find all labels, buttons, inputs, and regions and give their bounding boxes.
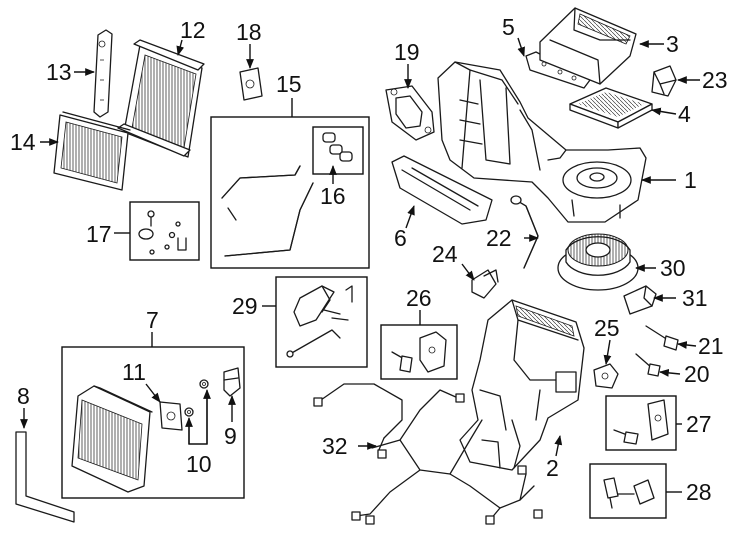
callout-21: 21: [698, 333, 724, 359]
part-6-duct: [391, 155, 493, 225]
callout-23: 23: [702, 67, 728, 93]
part-7-evaporator: [71, 385, 153, 493]
callout-3: 3: [666, 31, 679, 57]
callout-2: 2: [546, 455, 559, 481]
part-24-sensor: [471, 269, 499, 299]
callout-27: 27: [686, 411, 712, 437]
part-30-blower-motor: [557, 233, 639, 291]
part-4-filter: [569, 87, 653, 129]
callout-labels: 1 2 3 4 5 6 7 8 9 10 11 12 13 14 15 16 1…: [10, 14, 728, 505]
part-11-gasket: [159, 401, 183, 431]
group-box-7: [61, 346, 245, 499]
callout-15: 15: [276, 71, 302, 97]
part-18-sensor: [239, 67, 263, 101]
part-12-heater-core: [117, 39, 205, 158]
part-13-bracket: [93, 29, 113, 118]
part-3-case-top: [539, 7, 637, 85]
callout-19: 19: [394, 39, 420, 65]
callout-4: 4: [678, 101, 691, 127]
callout-22: 22: [486, 225, 512, 251]
callout-16: 16: [320, 183, 346, 209]
part-26-actuator: [391, 331, 447, 373]
callout-17: 17: [86, 221, 112, 247]
callout-20: 20: [684, 361, 710, 387]
part-8-seal-strip: [15, 431, 75, 523]
part-28-fittings: [603, 477, 655, 509]
part-16-seals: [322, 132, 353, 162]
callout-28: 28: [686, 479, 712, 505]
group-box-17: [129, 201, 200, 261]
group-box-28: [589, 463, 667, 519]
part-21-sensor: [645, 325, 679, 351]
part-19-gasket: [385, 85, 435, 141]
part-2-hvac-case-lower: [459, 299, 585, 471]
part-15-hoses: [221, 165, 314, 257]
callout-5: 5: [502, 14, 515, 40]
part-25-sensor: [593, 363, 619, 389]
callout-1: 1: [684, 167, 697, 193]
part-17-hardware: [138, 210, 187, 255]
callout-7: 7: [146, 307, 159, 333]
callout-26: 26: [406, 285, 432, 311]
callout-24: 24: [432, 241, 458, 267]
leader-lines: [20, 37, 700, 493]
part-32-harness: [313, 383, 543, 525]
group-box-27: [605, 395, 677, 451]
callout-14: 14: [10, 129, 36, 155]
group-box-29: [275, 276, 368, 368]
part-10-seals: [184, 379, 209, 417]
part-22-drain-tube: [510, 195, 539, 269]
callout-11: 11: [122, 359, 146, 385]
part-31-resistor: [623, 285, 657, 315]
part-1-hvac-case: [437, 61, 647, 223]
callout-30: 30: [660, 255, 686, 281]
callout-13: 13: [46, 59, 72, 85]
part-27-actuator: [613, 399, 669, 445]
callout-25: 25: [594, 315, 620, 341]
part-20-sensor: [635, 353, 661, 377]
callout-31: 31: [682, 285, 708, 311]
part-9-valve: [223, 367, 241, 397]
group-box-26: [380, 324, 458, 380]
group-box-15: [210, 116, 370, 269]
callout-29: 29: [232, 293, 258, 319]
part-14-core: [53, 111, 131, 191]
group-box-16: [312, 126, 364, 175]
callout-32: 32: [322, 433, 348, 459]
part-29-linkage: [286, 285, 353, 358]
callout-8: 8: [17, 383, 30, 409]
callout-6: 6: [394, 225, 407, 251]
callout-10: 10: [186, 451, 212, 477]
callout-9: 9: [224, 423, 237, 449]
part-23-connector: [651, 65, 677, 97]
callout-18: 18: [236, 19, 262, 45]
callout-12: 12: [180, 17, 206, 43]
